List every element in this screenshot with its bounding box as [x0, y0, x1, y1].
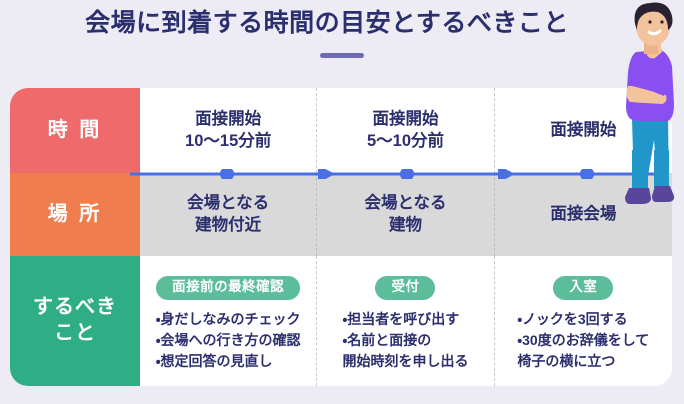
page-title: 会場に到着する時間の目安とするべきこと [85, 9, 569, 37]
table-row: 場 所 会場となる 建物付近 会場となる 建物 面接会場 [10, 173, 672, 256]
list-item: ・30度のお辞儀をして 椅子の横に立つ [517, 332, 650, 370]
status-badge: 入室 [553, 276, 614, 300]
row-content-place: 会場となる 建物付近 会場となる 建物 面接会場 [140, 173, 672, 256]
status-badge: 面接前の最終確認 [156, 276, 301, 300]
todo-list: ・身だしなみのチェック ・会場への行き方の確認 ・想定回答の見直し [156, 309, 301, 373]
cell-time-col3: 面接開始 [495, 88, 672, 173]
cell-text: 会場となる [364, 193, 447, 212]
cell-todo-col3: 入室 ・ノックを3回する ・30度のお辞儀をして 椅子の横に立つ [495, 256, 672, 386]
list-item: ・ノックを3回する [517, 310, 628, 327]
cell-time-col1: 面接開始 10〜15分前 [140, 88, 318, 173]
table-row: 時 間 面接開始 10〜15分前 面接開始 5〜10分前 面接開始 [10, 88, 672, 173]
list-item: ・名前と面接の 開始時刻を申し出る [342, 332, 469, 370]
cell-text: 面接開始 [550, 120, 617, 139]
cell-place-col1: 会場となる 建物付近 [140, 173, 318, 256]
cell-text: 5〜10分前 [366, 131, 444, 150]
info-table: 時 間 面接開始 10〜15分前 面接開始 5〜10分前 面接開始 場 所 会場… [10, 88, 672, 386]
cell-text: 建物 [388, 215, 422, 234]
cell-text: 10〜15分前 [185, 131, 272, 150]
list-item: ・想定回答の見直し [155, 353, 273, 370]
row-content-todo: 面接前の最終確認 ・身だしなみのチェック ・会場への行き方の確認 ・想定回答の見… [140, 256, 672, 386]
cell-todo-col2: 受付 ・担当者を呼び出す ・名前と面接の 開始時刻を申し出る [317, 256, 495, 386]
status-badge: 受付 [375, 276, 436, 300]
cell-text: 面接開始 [372, 109, 439, 128]
cell-text: 会場となる [187, 193, 270, 212]
list-item: ・会場への行き方の確認 [155, 332, 301, 349]
table-row: するべき こと 面接前の最終確認 ・身だしなみのチェック ・会場への行き方の確認… [10, 256, 672, 386]
row-content-time: 面接開始 10〜15分前 面接開始 5〜10分前 面接開始 [140, 88, 672, 173]
cell-text: 建物付近 [195, 215, 262, 234]
todo-list: ・ノックを3回する ・30度のお辞儀をして 椅子の横に立つ [517, 309, 649, 373]
list-item: ・担当者を呼び出す [342, 310, 460, 327]
cell-place-col3: 面接会場 [495, 173, 672, 256]
title-underline-decoration [320, 53, 364, 59]
cell-time-col2: 面接開始 5〜10分前 [317, 88, 495, 173]
cell-text: 面接開始 [195, 109, 262, 128]
list-item: ・身だしなみのチェック [155, 310, 301, 327]
todo-list: ・担当者を呼び出す ・名前と面接の 開始時刻を申し出る [342, 309, 468, 373]
title-block: 会場に到着する時間の目安とするべきこと [0, 8, 684, 59]
cell-todo-col1: 面接前の最終確認 ・身だしなみのチェック ・会場への行き方の確認 ・想定回答の見… [140, 256, 318, 386]
cell-place-col2: 会場となる 建物 [317, 173, 495, 256]
row-label-time: 時 間 [10, 88, 140, 173]
row-label-place: 場 所 [10, 173, 140, 256]
cell-text: 面接会場 [550, 204, 617, 223]
row-label-todo: するべき こと [10, 256, 140, 386]
